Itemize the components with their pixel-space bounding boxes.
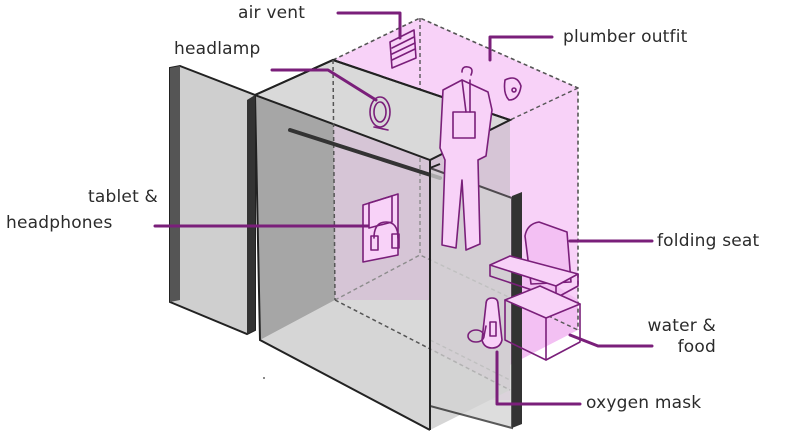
left-door-panel — [169, 64, 256, 336]
tablet-headphones-icon — [362, 193, 400, 263]
label-plumber-outfit: plumber outfit — [563, 27, 688, 47]
label-headlamp: headlamp — [174, 39, 261, 59]
folding-seat-icon — [489, 221, 579, 299]
label-folding-seat: folding seat — [657, 231, 760, 251]
label-water-line1: water & — [647, 316, 716, 336]
air-vent-icon — [389, 29, 417, 69]
label-oxygen-mask: oxygen mask — [586, 393, 702, 413]
label-water-line2: food — [677, 337, 716, 357]
leader-lines — [153, 11, 654, 406]
water-food-box-icon — [504, 285, 581, 361]
headlamp-icon — [369, 96, 391, 131]
plumber-outfit-icon — [439, 66, 522, 251]
clothing-rod — [288, 128, 442, 180]
stray-dot — [263, 377, 265, 379]
label-air-vent: air vent — [238, 3, 306, 23]
label-tablet-line1: tablet & — [88, 187, 158, 207]
label-tablet-line2: headphones — [6, 213, 113, 233]
oxygen-mask-icon — [467, 297, 503, 349]
